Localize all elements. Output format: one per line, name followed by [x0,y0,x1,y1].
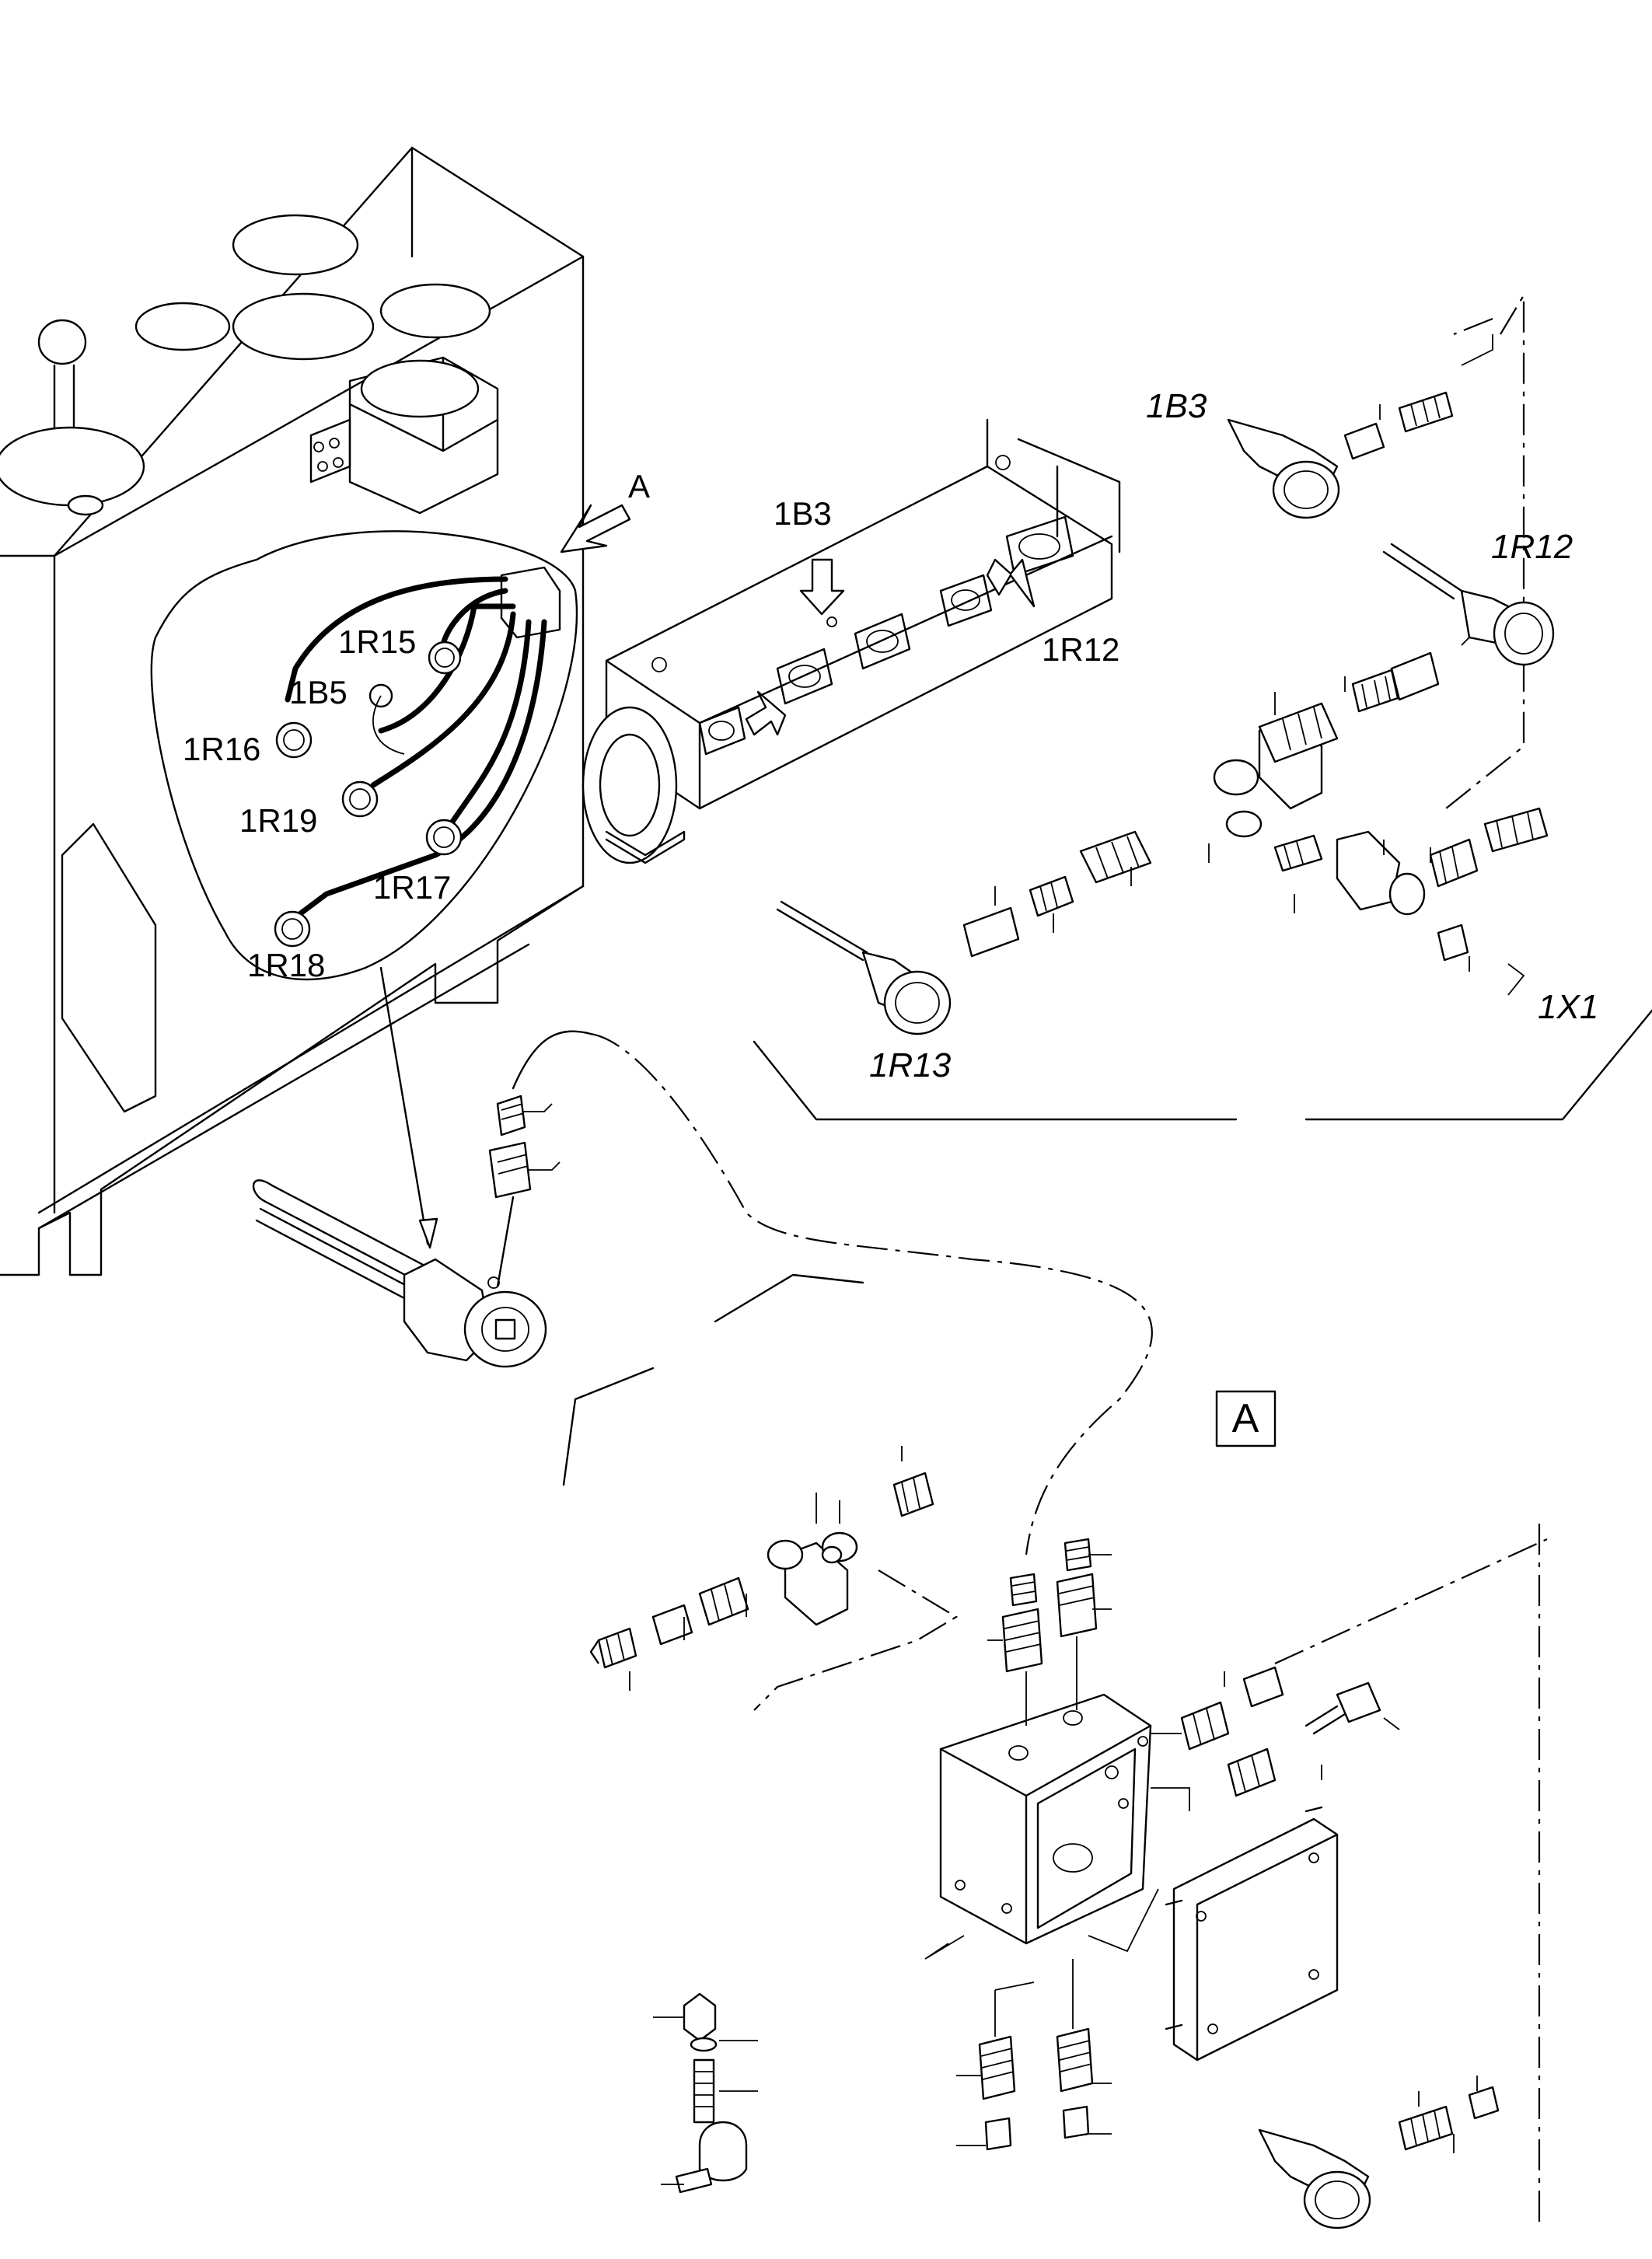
tank-assembly [582,418,1121,864]
connector-1r15 [428,641,462,675]
tank-label-1r12: 1R12 [1042,631,1119,668]
flange-2 [854,613,911,670]
detail-label-1x1: 1X1 [1538,988,1598,1026]
detail-label-1b3: 1B3 [1146,387,1207,425]
section-box-a: A [1215,1390,1277,1447]
tee-fitting-1x1 [1273,830,1426,916]
junction-box-cover [1165,1806,1339,2062]
heater-label-1r16: 1R16 [183,731,260,767]
sensor-bottom-right-fitting [1258,2086,1500,2229]
detail-label-1r13: 1R13 [869,1046,952,1084]
detail-label-1r12: 1R12 [1491,528,1573,566]
flange-4 [1005,515,1074,577]
junction-box [939,1693,1152,1945]
heater-label-1r19: 1R19 [239,802,317,839]
heater-label-1r18: 1R18 [247,947,325,983]
tank-label-1b3: 1B3 [774,495,832,532]
sensor-label-1b5: 1B5 [289,674,348,711]
glands-right [1180,1666,1381,1797]
heater-label-1r17: 1R17 [373,869,451,906]
coupling-1r13-side [962,830,1152,958]
flange-5 [698,706,746,756]
flange-1 [776,648,833,705]
upper-right-exploded-detail [753,292,1652,1121]
view-arrow-a [560,504,631,553]
connector-1r18 [274,910,311,948]
connector-1r19 [341,780,379,818]
view-ref-a-label: A [628,468,650,505]
arrow-1b3 [799,558,845,616]
sensor-1r13-probe [776,900,952,1035]
gland-above-element [488,1095,561,1199]
connector-1r17 [425,819,463,856]
glands-top [1001,1538,1098,1673]
clamp-hardware [675,1992,748,2194]
section-box-a-label: A [1232,1396,1259,1441]
sensor-1r12-fitting [1351,543,1555,713]
arrow-1r12 [986,558,1036,608]
glands-bottom [978,2027,1094,2151]
sensor-1b3-fitting [1227,391,1454,519]
arrow-flange-1 [745,690,787,736]
connector-1r16 [275,721,313,759]
flange-3 [939,574,993,627]
machine-cabinet [0,146,585,1276]
wiring-detail-view [150,530,578,981]
heating-element [253,1179,547,1368]
heater-label-1r15: 1R15 [338,623,416,660]
tee-assembly-lower [589,1472,934,1669]
